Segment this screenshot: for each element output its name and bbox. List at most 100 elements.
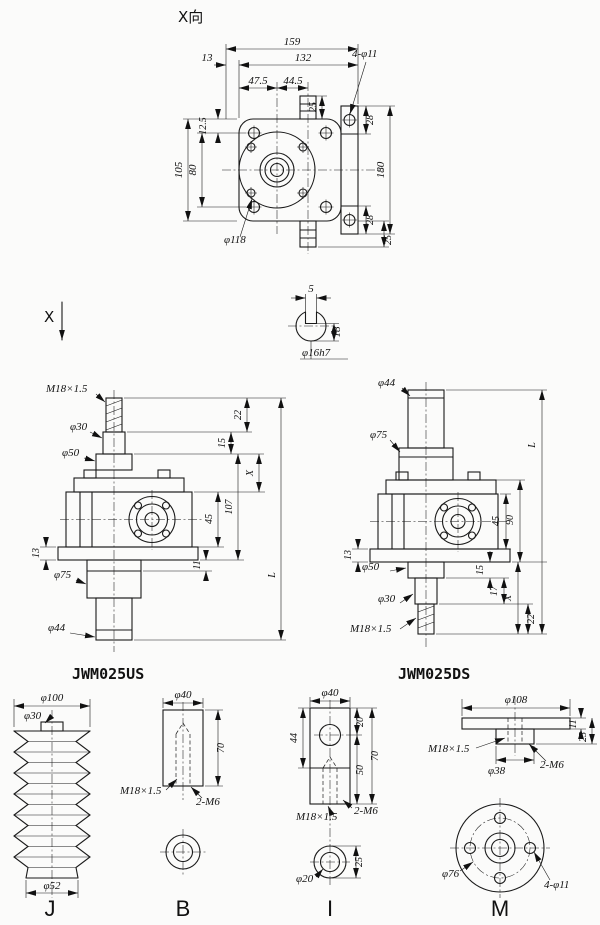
j-stub-diameter-label: φ30: [24, 710, 42, 722]
dim-44-5-label: 44.5: [283, 75, 303, 87]
us-collar-label: φ50: [62, 447, 80, 459]
i-dim-44: 44: [289, 733, 300, 743]
m-hub-diameter-label: φ38: [488, 765, 506, 777]
j-bottom-diameter-label: φ52: [43, 880, 61, 892]
jwm025us-dimensions: M18×1.5 φ30 φ50 13 φ75 φ44 22 15 X: [31, 383, 286, 641]
b-outer-diameter-label: φ40: [174, 689, 192, 701]
accessory-j: φ100 φ30 φ52 J: [13, 692, 91, 921]
jwm025us-title: JWM025US: [72, 665, 144, 683]
dim-80-label: 80: [187, 164, 199, 176]
dim-4phi11-label: 4-φ11: [352, 48, 377, 60]
view-jwm025ds: φ44 φ75 13 φ50 φ30 M18×1.5 L 90 45: [343, 377, 547, 683]
ds-collar-label: φ50: [362, 561, 380, 573]
i-dim-70: 70: [370, 751, 381, 761]
top-view: X向: [173, 8, 395, 254]
ds-thread-label: M18×1.5: [349, 623, 392, 635]
dim-132-label: 132: [295, 52, 312, 64]
x-direction-marker: X: [44, 301, 65, 341]
m-thread-label: M18×1.5: [427, 743, 470, 755]
i-dim-25: 25: [354, 857, 365, 867]
us-screw-label: φ44: [48, 622, 66, 634]
accessory-b-geometry: [160, 702, 206, 875]
dim-key-height-label: 18: [331, 326, 343, 338]
ds-dim-22: 22: [526, 614, 537, 624]
i-thread-label: M18×1.5: [295, 811, 338, 823]
dim-key-width-label: 5: [308, 283, 314, 295]
shaft-key-dimensions: 5 18 φ16h7: [291, 283, 343, 359]
top-view-title: X向: [178, 8, 203, 26]
jwm025us-geometry: [57, 390, 204, 652]
top-view-geometry: [222, 82, 384, 254]
view-jwm025us: M18×1.5 φ30 φ50 13 φ75 φ44 22 15 X: [31, 383, 286, 683]
dim-phi118-label: φ118: [224, 234, 246, 246]
dim-12-5-label: 12.5: [198, 117, 209, 135]
dim-25-bottom-label: 25: [383, 235, 394, 245]
m-holes-label: 4-φ11: [544, 879, 569, 891]
us-thread-label: M18×1.5: [45, 383, 88, 395]
i-hole-diameter-label: φ20: [296, 873, 314, 885]
i-dim-50: 50: [355, 765, 366, 775]
dim-159-label: 159: [284, 36, 301, 48]
m-dim-11: 11: [568, 719, 579, 728]
dim-28-bottom-label: 28: [365, 215, 376, 225]
us-dim-11: 11: [192, 560, 203, 569]
accessory-j-geometry: [13, 710, 91, 898]
jwm025ds-dimensions: φ44 φ75 13 φ50 φ30 M18×1.5 L 90 45: [343, 377, 547, 635]
accessory-m-title: M: [491, 896, 509, 921]
i-screws-label: 2-M6: [354, 805, 378, 817]
ds-tube-label: φ75: [370, 429, 388, 441]
x-marker-label: X: [44, 308, 54, 326]
dim-28-top-label: 28: [365, 115, 376, 125]
m-screws-label: 2-M6: [540, 759, 564, 771]
b-length-label: 70: [216, 743, 227, 753]
dim-25-top-label: 25: [308, 102, 319, 112]
dim-105-label: 105: [173, 161, 185, 178]
us-dim-15: 15: [217, 438, 228, 448]
us-dim-overall: L: [267, 572, 278, 579]
top-view-dimensions: 159 132 13 47.5 44.5 4-φ11 25 28 180: [173, 36, 395, 248]
accessory-j-title: J: [45, 896, 56, 921]
ds-dim-90: 90: [505, 515, 516, 525]
us-dim-107: 107: [224, 499, 235, 515]
accessory-i-geometry: [309, 700, 351, 886]
ds-dim-17: 17: [489, 585, 500, 596]
m-dim-25: 25: [578, 732, 589, 742]
us-dim-22: 22: [233, 410, 244, 420]
m-bolt-circle-label: φ76: [442, 868, 460, 880]
us-tube-label: φ75: [54, 569, 72, 581]
accessory-m-geometry: [450, 696, 571, 898]
ds-screw-label: φ44: [378, 377, 396, 389]
accessory-b-title: B: [176, 896, 191, 921]
ds-dim-overall: L: [527, 442, 538, 449]
accessory-i: φ40 44 20 50 70 2-M6 M18×1.5 φ20 25 I: [289, 687, 381, 921]
i-outer-diameter-label: φ40: [321, 687, 339, 699]
i-dim-20: 20: [355, 717, 366, 727]
ds-dim-45: 45: [491, 516, 502, 526]
accessory-m: φ108 11 25 M18×1.5 φ38 2-M6 φ76 4-φ11 M: [427, 694, 597, 921]
us-dim-travel: X: [245, 469, 256, 477]
ds-dim-15: 15: [475, 565, 486, 575]
dim-180-label: 180: [375, 161, 387, 178]
b-screws-label: 2-M6: [196, 796, 220, 808]
b-thread-label: M18×1.5: [119, 785, 162, 797]
jwm025ds-geometry: [369, 382, 511, 648]
ds-dim-travel: X: [503, 594, 514, 602]
accessory-i-dimensions: φ40 44 20 50 70 2-M6 M18×1.5 φ20 25: [289, 687, 381, 885]
dim-13-label: 13: [202, 52, 214, 64]
accessory-m-dimensions: φ108 11 25 M18×1.5 φ38 2-M6 φ76 4-φ11: [427, 694, 597, 891]
accessory-j-dimensions: φ100 φ30 φ52: [13, 692, 91, 898]
accessory-i-title: I: [327, 896, 333, 921]
m-flange-diameter-label: φ108: [505, 694, 528, 706]
j-top-diameter-label: φ100: [41, 692, 64, 704]
accessory-b: φ40 70 M18×1.5 2-M6 B: [119, 689, 227, 921]
ds-plate-label: 13: [343, 550, 354, 560]
dim-shaft-diameter-label: φ16h7: [302, 347, 331, 359]
accessory-b-dimensions: φ40 70 M18×1.5 2-M6: [119, 689, 227, 808]
us-dim-45: 45: [204, 514, 215, 524]
dim-47-5-label: 47.5: [248, 75, 268, 87]
us-plate-label: 13: [31, 548, 42, 558]
shaft-key-detail: 5 18 φ16h7: [288, 283, 348, 360]
ds-rod-label: φ30: [378, 593, 396, 605]
